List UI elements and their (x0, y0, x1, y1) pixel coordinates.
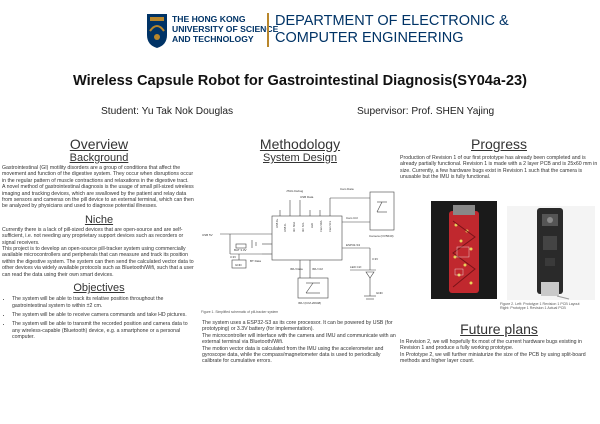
objective-item: The system will be able to receive camer… (12, 312, 196, 318)
gnd-label: GND (235, 263, 243, 267)
cam-data-label: Cam Data (340, 187, 354, 191)
department-name-line: DEPARTMENT OF ELECTRONIC & (275, 13, 509, 29)
objective-item: The system will be able to track its rel… (12, 296, 196, 309)
background-paragraph: Gastrointestinal (GI) motility disorders… (2, 165, 194, 184)
student-name: Student: Yu Tak Nok Douglas (101, 106, 234, 117)
battery-label: BAT 3.3V (234, 248, 247, 252)
pin-label: USB D+ (275, 218, 279, 228)
led-ctrl-label: LED Ctrl (350, 265, 362, 269)
camera-label: Camera (OV5640) (369, 234, 394, 238)
department-name-line: COMPUTER ENGINEERING (275, 30, 464, 46)
niche-heading: Niche (84, 213, 114, 226)
pcb-caption-line: Right: Prototype 1 Revision 1 Actual PCB (500, 306, 566, 311)
overview-heading: Overview (69, 136, 129, 152)
pin-label: I2C SCL (301, 222, 305, 232)
background-paragraph: A novel method of gastrointestinal diagn… (2, 184, 194, 210)
overview-section: Overview Background Gastrointestinal (GI… (2, 137, 196, 344)
methodology-heading: Methodology (259, 136, 341, 152)
progress-heading: Progress (470, 136, 528, 152)
niche-paragraph: This project is to develop an open-sourc… (2, 246, 194, 278)
methodology-text: The system uses a ESP32-S3 as its core p… (202, 320, 400, 365)
university-name-line: THE HONG KONG (172, 14, 246, 24)
pin-label: USB D- (283, 223, 287, 232)
objectives-heading: Objectives (73, 282, 125, 295)
pcb-figure-caption: Figure 2. Left: Prototype 1 Revision 1 P… (500, 302, 598, 310)
future-paragraph: In Prototype 2, we will further miniatur… (400, 351, 586, 365)
imu-label: IMU (ICM-20948) (298, 301, 321, 305)
methodology-heading-block: Methodology System Design (200, 136, 400, 165)
cam-ctrl-label: Cam Ctrl (346, 216, 358, 220)
university-name: THE HONG KONG UNIVERSITY OF SCIENCE AND … (172, 14, 278, 44)
niche-paragraph: Currently there is a lack of pill-sized … (2, 226, 184, 246)
objectives-list: The system will be able to track its rel… (2, 296, 196, 340)
led-gnd-label: GND (376, 291, 384, 295)
university-name-line: AND TECHNOLOGY (172, 34, 254, 44)
future-plans-heading: Future plans (460, 321, 538, 337)
system-design-heading: System Design (263, 152, 337, 164)
imu-data-label: IMU Data (290, 267, 303, 271)
objective-item: The system will be able to transmit the … (12, 321, 196, 340)
system-schematic: USB D+ USB D- I2C SDA I2C SCL LED Cam SD… (200, 182, 400, 316)
future-paragraph: In Revision 2, we will hopefully fix mos… (400, 339, 582, 352)
pin-label: Cam SCL (328, 220, 332, 232)
pin-label: LED (310, 223, 314, 228)
background-heading: Background (69, 152, 129, 164)
pcb-layout-image (431, 201, 497, 299)
methodology-paragraph: The motion vector data is calculated fro… (202, 345, 384, 365)
schematic-caption: Figure 1. Simplified schematic of pill-t… (201, 310, 278, 314)
university-logo (146, 13, 168, 49)
progress-paragraph: Production of Revision 1 of our first pr… (400, 155, 598, 181)
supply-label: 3.3V (372, 257, 378, 261)
imu-ctrl-label: IMU Ctrl (312, 267, 323, 271)
usb-data-label: USB Data (300, 195, 314, 199)
pcb-caption-line: Figure 2. Left: Prototype 1 Revision 1 P… (500, 302, 580, 306)
pin-label: Cam SDA (319, 220, 323, 232)
university-name-line: UNIVERSITY OF SCIENCE (172, 24, 279, 34)
jtag-label: JTAG Debug (286, 189, 303, 193)
progress-section: Progress Production of Revision 1 of our… (400, 137, 598, 181)
poster-title: Wireless Capsule Robot for Gastrointesti… (72, 73, 527, 89)
future-plans-section: Future plans In Revision 2, we will hope… (400, 322, 598, 365)
methodology-paragraph: The microcontroller will interface with … (202, 332, 396, 346)
pcb-photo-image (507, 206, 595, 300)
department-name: DEPARTMENT OF ELECTRONIC & COMPUTER ENGI… (275, 13, 509, 47)
esp32-label: ESP32-S3 (346, 243, 360, 247)
supervisor-name: Supervisor: Prof. SHEN Yajing (357, 106, 495, 117)
bt-data-label: BT Data (250, 259, 261, 263)
header-divider (267, 13, 269, 47)
voltage-label: 3.3V (230, 255, 236, 259)
usb-power-label: USB 5V (202, 233, 213, 237)
methodology-paragraph: The system uses a ESP32-S3 as its core p… (202, 320, 393, 333)
pin-label: I2C SDA (292, 222, 296, 232)
